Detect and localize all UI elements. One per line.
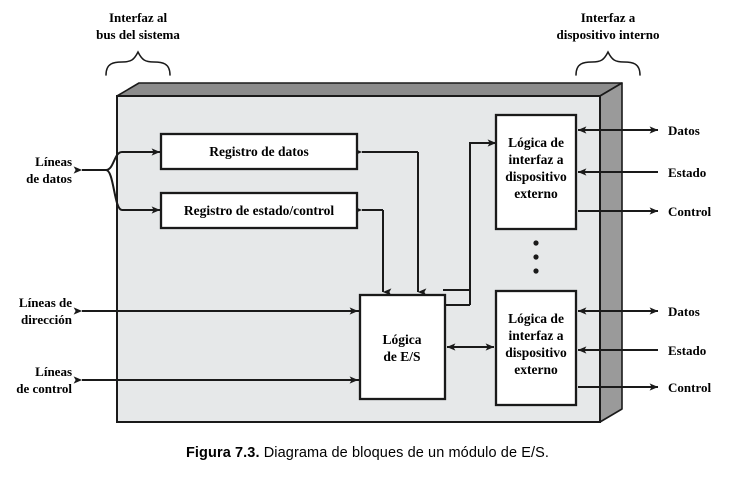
label-data-lines-line2: de datos [26,171,72,186]
vertical-ellipsis-icon [533,240,539,274]
label-address-lines-line1: Líneas de [19,295,72,310]
label-bottom-control: Control [668,380,711,395]
box-io-logic-label-line1: Lógica [383,332,422,347]
data-lines-upper-branch [105,148,161,171]
interface-system-bus-title-line1: Interfaz al [109,10,168,25]
box-data-register[interactable] [159,132,359,171]
brace-internal-device [575,50,641,76]
label-data-lines-line1: Líneas [35,154,72,169]
box-ext-iface-bottom-line3: dispositivo [505,345,567,360]
data-lines-lower-branch [105,169,161,214]
interface-system-bus-title-line2: bus del sistema [96,27,180,42]
box-io-logic-label-line2: de E/S [383,349,420,364]
interface-internal-device-title-line1: Interfaz a [581,10,636,25]
enclosure-top-face [116,82,623,97]
box-ext-iface-bottom-line1: Lógica de [508,311,564,326]
figure-caption-number: Figura 7.3. [185,445,260,461]
box-ext-iface-top-line1: Lógica de [508,135,564,150]
box-ext-iface-top-line2: interfaz a [508,152,563,167]
box-ext-iface-bottom-line2: interfaz a [508,328,563,343]
box-io-logic[interactable] [358,293,447,401]
box-status-register[interactable] [159,191,359,230]
box-data-register-label: Registro de datos [209,144,309,159]
figure-caption-text: Diagrama de bloques de un módulo de E/S. [263,445,550,461]
figure-caption: Figura 7.3. Diagrama de bloques de un mó… [0,445,735,461]
box-ext-iface-bottom[interactable] [494,289,578,407]
label-bottom-estado: Estado [668,343,706,358]
box-ext-iface-top-line3: dispositivo [505,169,567,184]
box-status-register-label: Registro de estado/control [184,203,334,218]
label-control-lines-line2: de control [16,381,72,396]
interface-internal-device-title-line2: dispositivo interno [557,27,660,42]
enclosure-side-face [599,82,623,423]
box-ext-iface-top[interactable] [494,113,578,231]
label-top-control: Control [668,204,711,219]
brace-system-bus [105,50,171,76]
label-bottom-datos: Datos [668,304,700,319]
label-address-lines-line2: dirección [21,312,73,327]
box-ext-iface-bottom-line4: externo [514,362,558,377]
label-control-lines-line1: Líneas [35,364,72,379]
box-ext-iface-top-line4: externo [514,186,558,201]
label-top-datos: Datos [668,123,700,138]
label-top-estado: Estado [668,165,706,180]
